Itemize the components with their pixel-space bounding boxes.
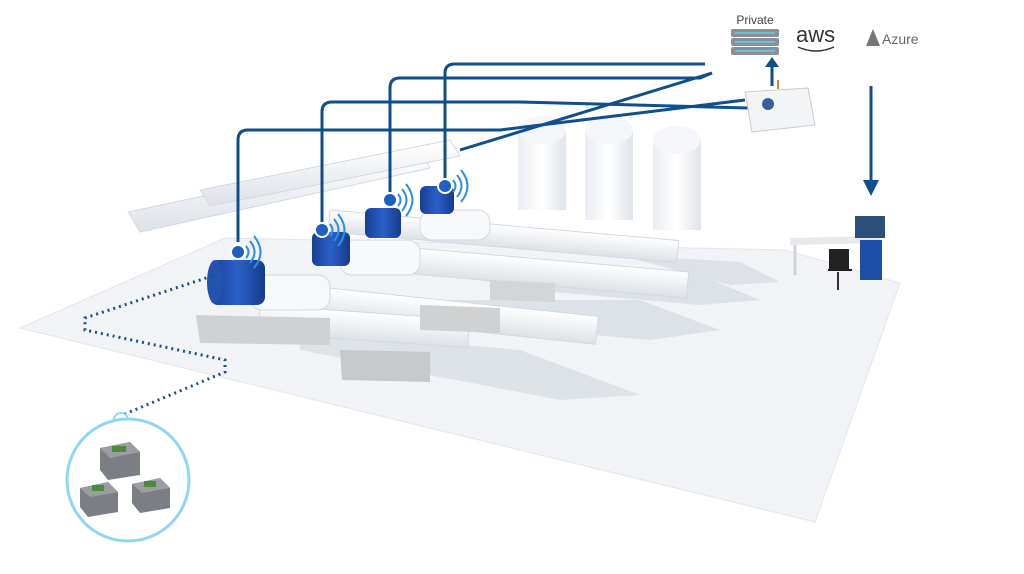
sensor-module-icon [100,442,140,480]
tank [585,116,633,220]
pump-motor [365,208,401,238]
tank [653,126,701,230]
aws-smile-icon [797,46,835,52]
sensor-module-icon [132,478,170,513]
download-arrow-icon [863,86,879,196]
storage-tanks [518,116,701,230]
wireless-sensor-icon [437,169,469,203]
pump-bases [196,280,555,382]
upload-arrow-icon [765,57,779,86]
sensor-module-icon [80,482,118,517]
wireless-sensor-icon [382,183,414,217]
azure-logo-icon [866,29,880,46]
azure-logo: Azure [882,31,919,47]
wireless-sensor-icon [314,213,346,247]
sensor-connection-dotted-line [83,274,227,416]
server-stack-icon [731,29,779,55]
wireless-sensors [230,169,469,269]
pump-motor [207,260,265,305]
wireless-sensor-icon [230,235,262,269]
monitor-icon [855,216,885,238]
pump-motor [312,232,350,266]
iot-gateway [744,80,816,133]
pipework [127,139,690,349]
aws-logo: aws [796,22,835,47]
private-cloud-label: Private [736,13,774,27]
control-workstation [790,216,885,290]
sensor-cables [236,62,749,242]
sensor-modules-callout [65,417,191,543]
cloud-targets: Private aws Azure [731,13,919,55]
